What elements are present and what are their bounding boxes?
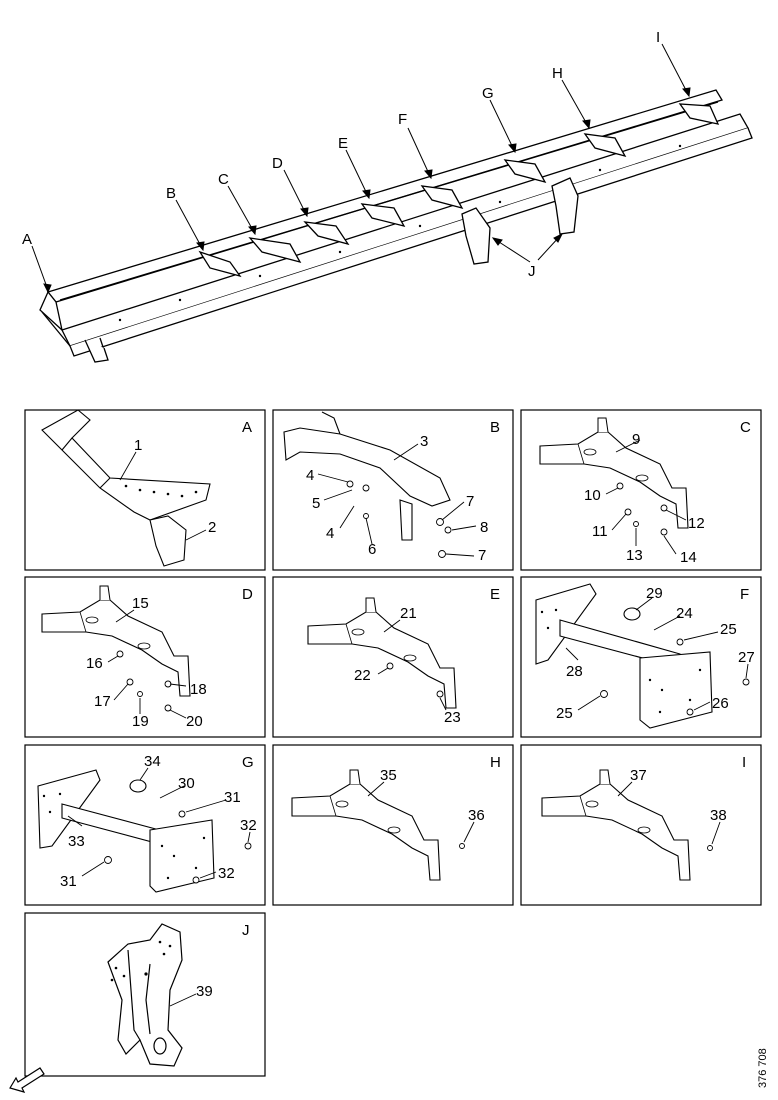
part-34: 34 [144, 753, 161, 770]
panel-G-letter: G [242, 754, 254, 771]
panel-C: C 9 10 11 12 13 14 [539, 417, 751, 566]
panel-B: B 3 4 5 4 6 7 8 7 [283, 411, 500, 564]
part-31a: 31 [224, 789, 241, 806]
part-15: 15 [132, 595, 149, 612]
panel-F-letter: F [740, 586, 749, 603]
callout-D: D [272, 155, 283, 172]
part-31b: 31 [60, 873, 77, 890]
chassis-frame-overview [39, 89, 753, 363]
part-3: 3 [420, 433, 428, 450]
callout-I: I [656, 29, 660, 46]
part-26: 26 [712, 695, 729, 712]
callout-H: H [552, 65, 563, 82]
part-17: 17 [94, 693, 111, 710]
part-35: 35 [380, 767, 397, 784]
part-29: 29 [646, 585, 663, 602]
callout-C: C [218, 171, 229, 188]
part-38: 38 [710, 807, 727, 824]
part-22: 22 [354, 667, 371, 684]
panel-J-letter: J [242, 922, 250, 939]
part-20: 20 [186, 713, 203, 730]
overview-callout-arrows [31, 43, 691, 294]
callout-E: E [338, 135, 348, 152]
panel-I-letter: I [742, 754, 746, 771]
part-5: 5 [312, 495, 320, 512]
panel-E-letter: E [490, 586, 500, 603]
part-8: 8 [480, 519, 488, 536]
panel-H-letter: H [490, 754, 501, 771]
part-23: 23 [444, 709, 461, 726]
overview-callout-labels: A B C D E F G H I J [22, 29, 660, 280]
part-11: 11 [592, 523, 608, 540]
part-4a: 4 [306, 467, 314, 484]
part-25b: 25 [556, 705, 573, 722]
panel-A-letter: A [242, 419, 252, 436]
part-4b: 4 [326, 525, 334, 542]
part-16: 16 [86, 655, 103, 672]
panel-E: E 21 22 23 [307, 586, 500, 726]
part-32b: 32 [218, 865, 235, 882]
part-19: 19 [132, 713, 149, 730]
callout-F: F [398, 111, 407, 128]
detail-panel-frames [24, 409, 762, 1077]
part-33: 33 [68, 833, 85, 850]
part-24: 24 [676, 605, 693, 622]
part-37: 37 [630, 767, 647, 784]
panel-G: G 34 30 31 32 33 31 32 [37, 753, 257, 893]
panel-B-letter: B [490, 419, 500, 436]
part-18: 18 [190, 681, 207, 698]
part-21: 21 [400, 605, 417, 622]
part-28: 28 [566, 663, 583, 680]
part-7b: 7 [478, 547, 486, 564]
panel-D: D 15 16 17 18 19 20 [41, 585, 253, 730]
part-9: 9 [632, 431, 640, 448]
part-12: 12 [688, 515, 705, 532]
panel-A: A 1 2 [41, 409, 252, 567]
part-39: 39 [196, 983, 213, 1000]
callout-J: J [528, 263, 536, 280]
part-30: 30 [178, 775, 195, 792]
part-1: 1 [134, 437, 142, 454]
callout-B: B [166, 185, 176, 202]
callout-G: G [482, 85, 494, 102]
part-7a: 7 [466, 493, 474, 510]
part-14: 14 [680, 549, 697, 566]
panel-I: I 37 38 [541, 754, 746, 881]
part-36: 36 [468, 807, 485, 824]
panel-J: J 39 [107, 922, 250, 1067]
part-6: 6 [368, 541, 376, 558]
panel-C-letter: C [740, 419, 751, 436]
navigation-arrow-icon [9, 1067, 45, 1093]
part-25a: 25 [720, 621, 737, 638]
part-10: 10 [584, 487, 601, 504]
part-13: 13 [626, 547, 643, 564]
panel-H: H 35 36 [291, 754, 501, 881]
part-2: 2 [208, 519, 216, 536]
reference-number: 376 708 [757, 1048, 769, 1088]
part-32a: 32 [240, 817, 257, 834]
callout-A: A [22, 231, 32, 248]
panel-F: F 29 24 25 27 28 25 26 [535, 583, 755, 729]
part-27: 27 [738, 649, 755, 666]
panel-D-letter: D [242, 586, 253, 603]
